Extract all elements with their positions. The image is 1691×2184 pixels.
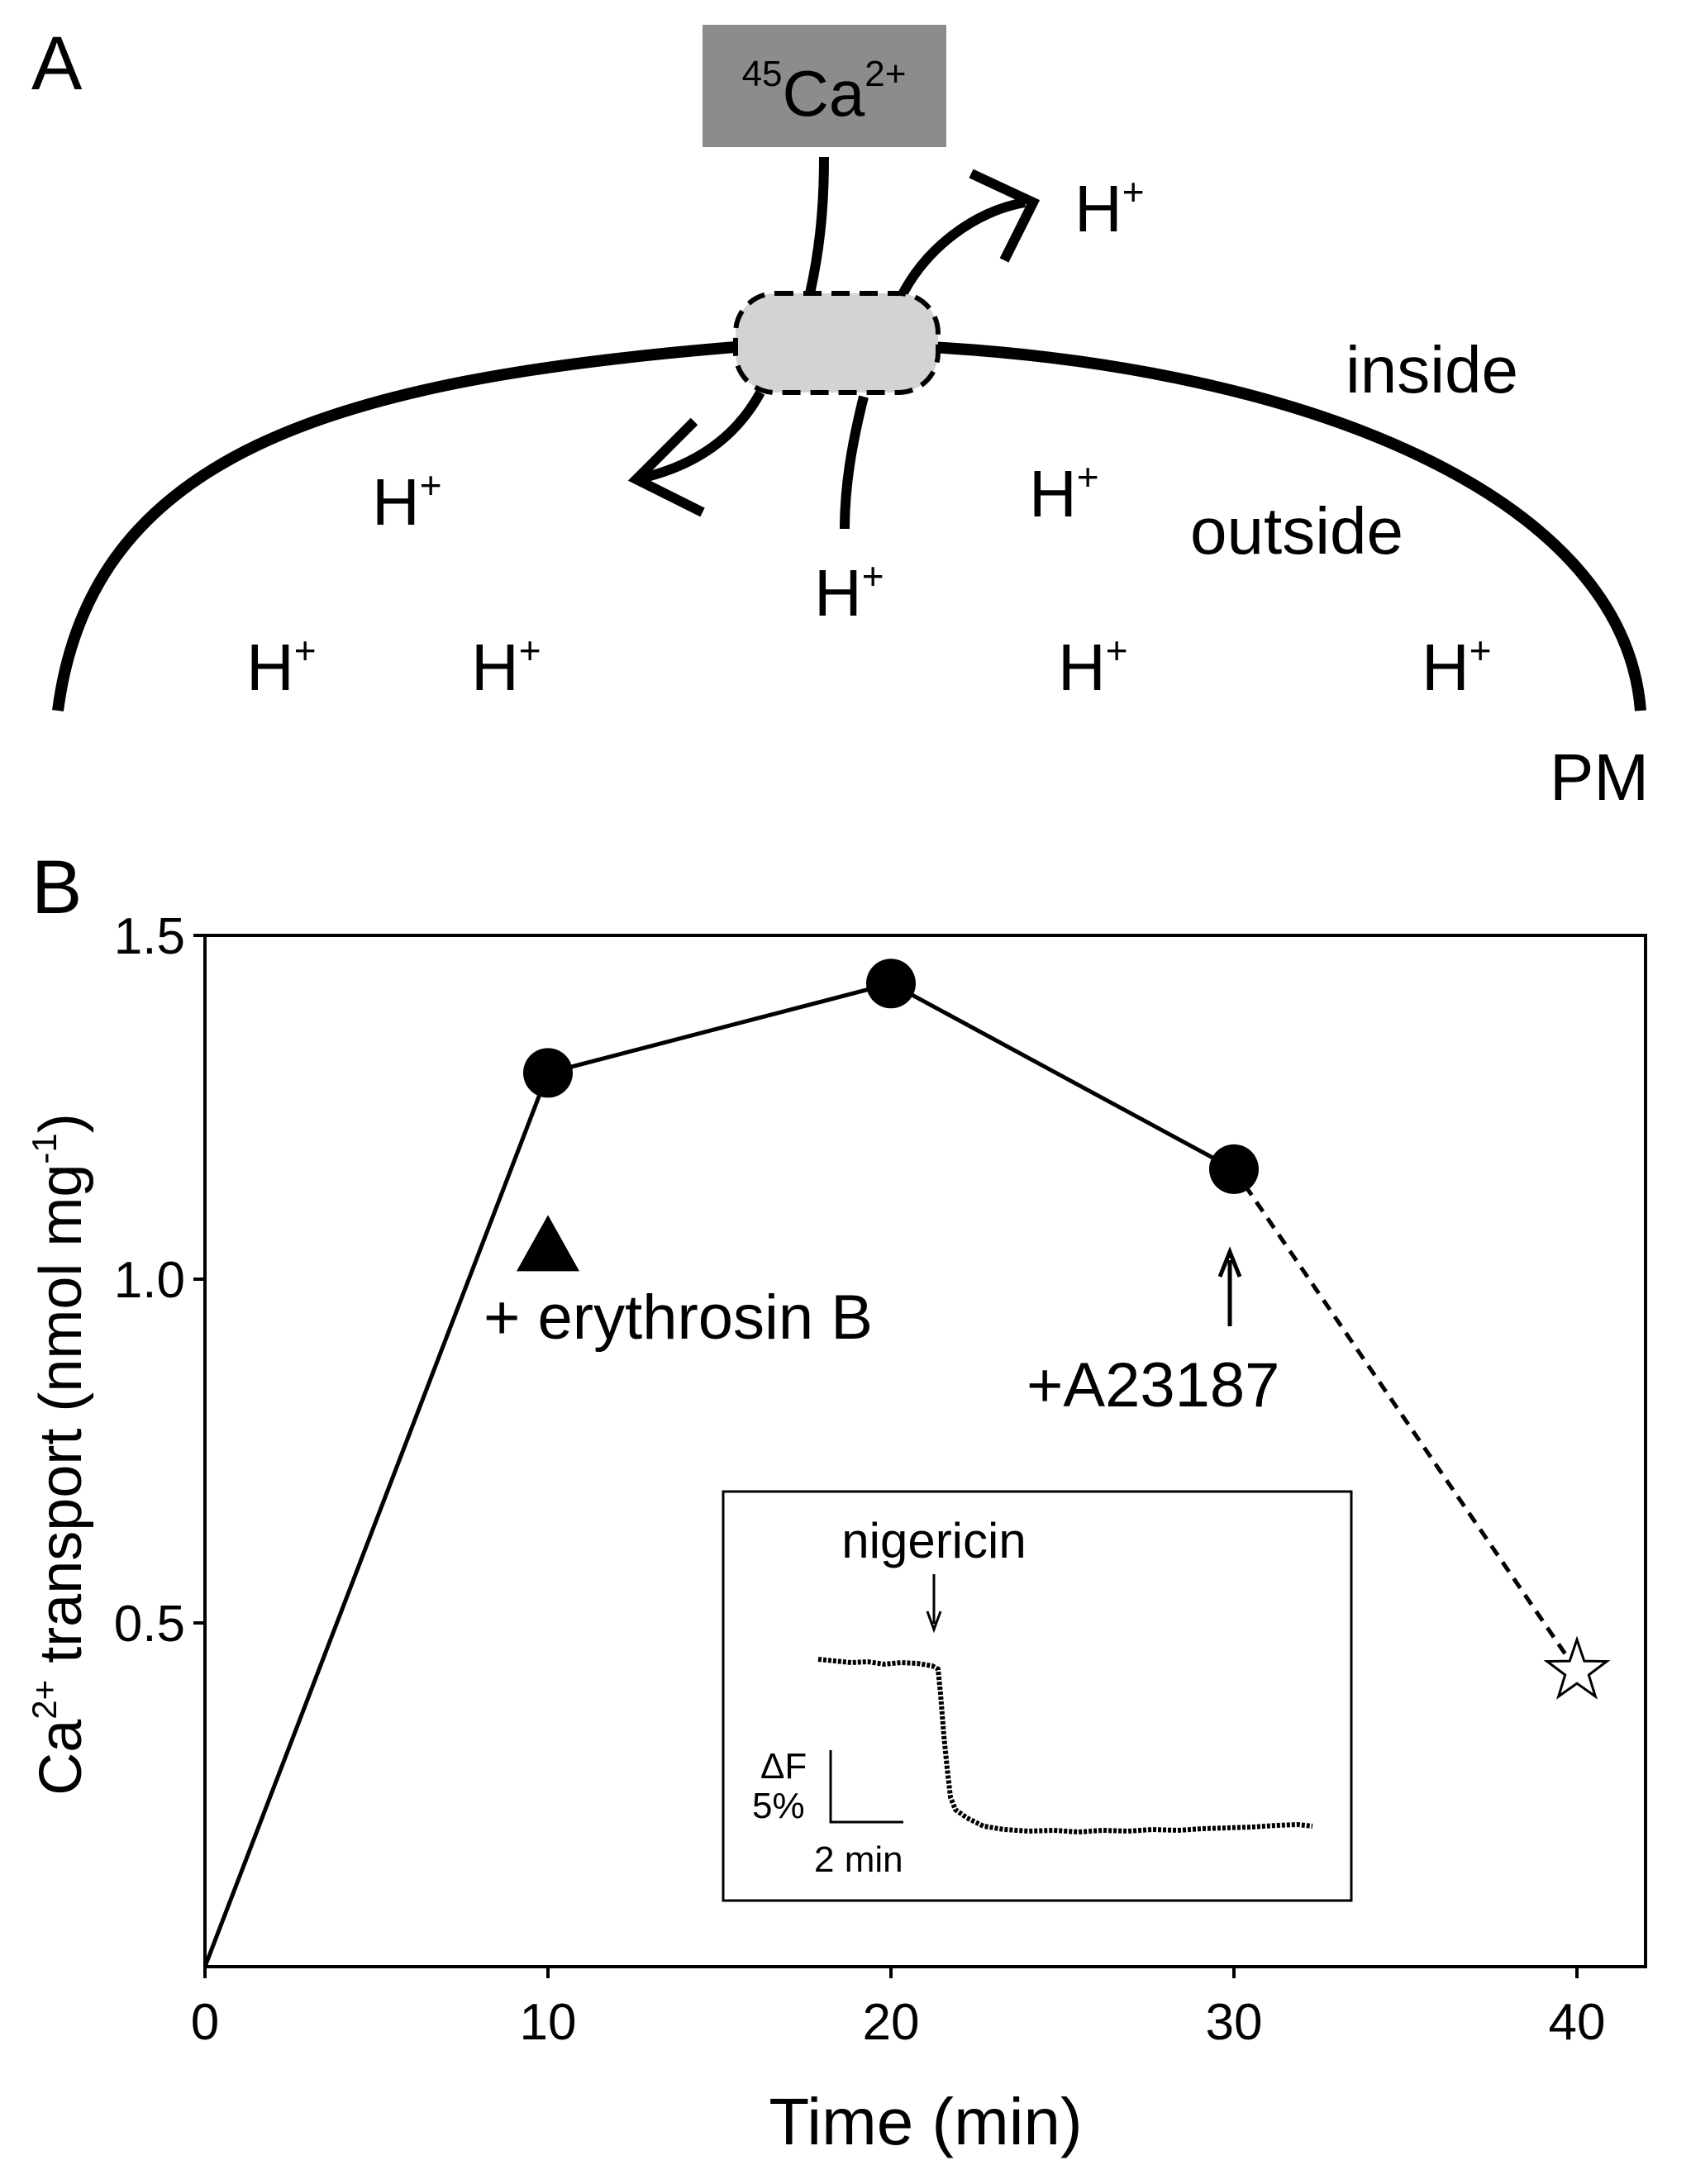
plasma-membrane-arc (52, 341, 1646, 711)
x-tick-label: 30 (1206, 1994, 1263, 2051)
proton-label: H+ (814, 554, 884, 630)
data-point (523, 1048, 573, 1098)
panel-a-label: A (31, 21, 83, 106)
proton-label: H+ (1058, 629, 1128, 704)
inset-nigericin-label: nigericin (841, 1513, 1026, 1568)
proton-exit-arrowhead-up (969, 169, 1041, 263)
data-point (1209, 1144, 1259, 1194)
erythrosin-triangle-marker (517, 1215, 579, 1272)
axes: 0 10 20 30 40 0.5 1.0 1.5 (114, 908, 1606, 2051)
panel-a: A 45Ca2+ H+ H+ H+ H+ H+ H+ H+ H+ (31, 21, 1649, 814)
marker-layer (517, 959, 1611, 1700)
series-line (202, 981, 1236, 1968)
proton-label-top: H+ (1074, 170, 1145, 245)
calcium-entry-line (805, 156, 829, 295)
inset-fluorescence-trace (817, 1657, 1313, 1835)
x-tick-label: 40 (1549, 1994, 1606, 2051)
transporter (733, 291, 941, 395)
x-tick-label: 20 (863, 1994, 920, 2051)
data-point (866, 959, 916, 1009)
series-line-dashed (1231, 1168, 1579, 1672)
plot-frame (203, 934, 1647, 1968)
calcium-isotope: 45 (742, 54, 783, 94)
a23187-annotation: +A23187 (1027, 1350, 1279, 1420)
calcium-charge: 2+ (865, 54, 906, 94)
inset-nigericin-arrowhead (926, 1611, 942, 1634)
panel-b: B 0 10 20 30 40 0.5 1.0 1.5 Ca2+ transport (nmo… (25, 845, 1647, 2158)
a23187-arrowhead (1217, 1246, 1242, 1278)
inset: nigericin ΔF 5% 2 min (722, 1490, 1353, 1902)
y-tick-label: 1.5 (114, 908, 185, 965)
proton-arrow-down-left (635, 390, 765, 484)
x-tick-label: 0 (191, 1994, 219, 2051)
y-tick-label: 0.5 (114, 1596, 185, 1653)
inset-scale-bar (829, 1750, 903, 1824)
y-tick-label: 1.0 (114, 1252, 185, 1309)
membrane-label: PM (1550, 740, 1649, 814)
proton-label: H+ (1422, 629, 1492, 704)
proton-exit-arrow-up (896, 197, 1027, 300)
proton-label: H+ (471, 629, 541, 704)
proton-label: H+ (246, 629, 317, 704)
inset-scale-y-value: 5% (752, 1786, 805, 1826)
x-axis-label: Time (min) (769, 2085, 1082, 2158)
series-layer (202, 981, 1579, 1968)
proton-label: H+ (372, 464, 442, 539)
panel-b-label: B (31, 845, 82, 930)
calcium-element: Ca (783, 57, 865, 130)
inside-label: inside (1346, 333, 1518, 407)
x-tick-label: 10 (520, 1994, 577, 2051)
erythrosin-annotation: + erythrosin B (483, 1282, 873, 1353)
calcium-ion-box (703, 25, 946, 147)
calcium-ion-label: 45Ca2+ (742, 54, 907, 130)
proton-labels: H+ H+ H+ H+ H+ H+ H+ H+ (246, 170, 1492, 704)
data-point-star (1543, 1635, 1611, 1700)
outside-label: outside (1190, 494, 1403, 568)
proton-label: H+ (1029, 455, 1099, 531)
inset-scale-y-symbol: ΔF (760, 1746, 807, 1787)
y-axis-label: Ca2+ transport (nmol mg-1) (25, 1113, 94, 1795)
proton-entry-line (840, 395, 869, 530)
inset-scale-x-label: 2 min (814, 1839, 903, 1880)
proton-arrowhead-down-left (627, 417, 705, 517)
